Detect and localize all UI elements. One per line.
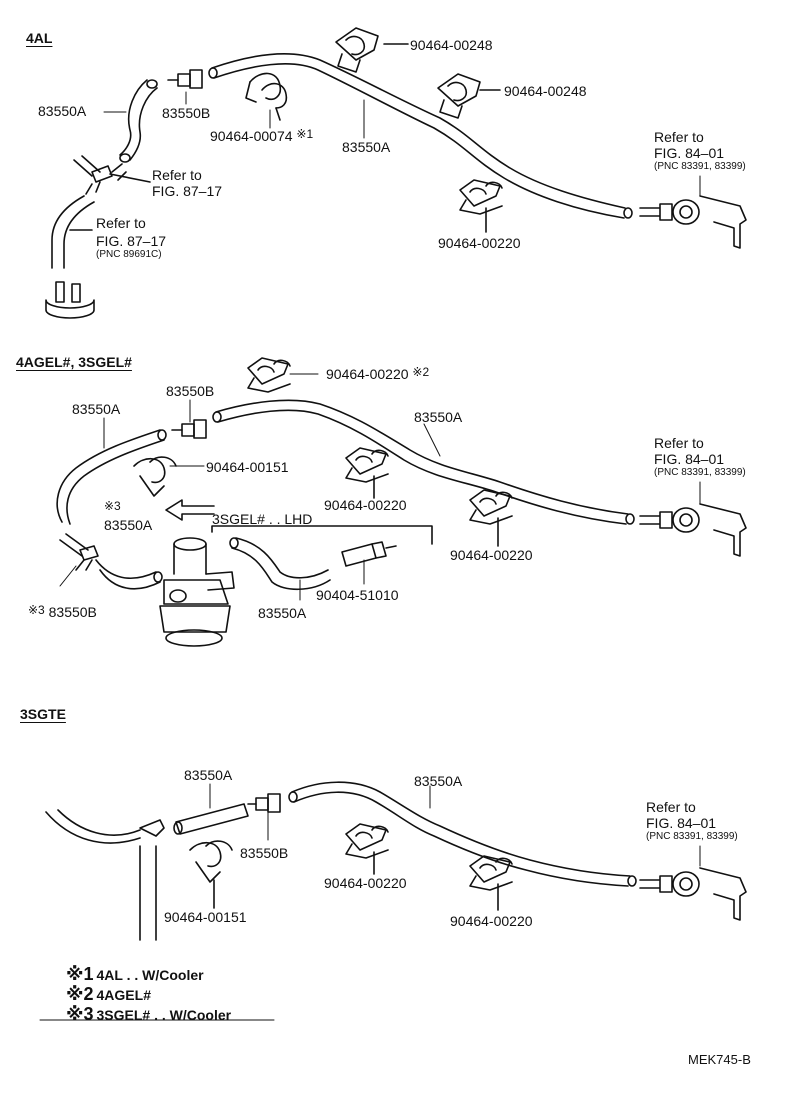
mark-3-inline-a: ※3 [104,499,121,513]
label-pnc8401-s3: (PNC 83391, 83399) [646,831,738,842]
footnote-1-text: 4AL . . W/Cooler [96,967,204,983]
footnote-2-mark: ※2 [66,984,94,1004]
hose-83550A-straight-s3 [173,803,249,835]
label-clamp-00220-s3-mid: 90464-00220 [324,875,407,891]
label-hose-s1-left: 83550A [38,103,87,119]
label-refer-s1: Refer to [654,129,704,145]
vsv-valve-s1 [639,195,747,249]
label-clamp-00248-a: 90464-00248 [410,37,493,53]
hose-left-s3 [45,809,165,941]
section-heading-3sgte: 3SGTE [20,706,66,722]
label-pnc8717: (PNC 89691C) [96,249,162,260]
mark-1-inline: ※1 [296,127,314,141]
clamp-00220-s2-number: 90464-00220 [326,366,409,382]
label-pnc8401-s1: (PNC 83391, 83399) [654,161,746,172]
hose-83550A-long-s1 [208,53,633,219]
label-mark3-s2-top: ※3 [104,500,121,515]
label-clamp-00151-s2: 90464-00151 [206,459,289,475]
label-clamp-00220-s1: 90464-00220 [438,235,521,251]
hose-83550A-curved-s2 [56,429,167,525]
label-hose-lhd: 83550A [258,605,307,621]
mark-3-inline-b: ※3 [28,603,45,617]
clamp-90464-00151-s3 [189,840,233,909]
joint-83550B-s2 [171,419,207,439]
joint-s2-lower-number: 83550B [48,604,97,620]
label-clamp-00074: 90464-00074 ※1 [210,128,313,143]
label-clamp-00220-s2-mid: 90464-00220 [324,497,407,513]
label-hose-s3-left: 83550A [184,767,233,783]
tee-fitting-s2 [59,533,99,571]
joint-83550B-s3 [247,793,281,813]
union-90404-51010 [341,541,397,567]
label-refer-8717-a: Refer to [152,167,202,183]
vsv-valve-s3 [639,867,747,921]
clamp-90464-00074 [245,72,288,121]
label-fig8401-s3: FIG. 84–01 [646,815,717,831]
label-hose-s2-main: 83550A [414,409,463,425]
hose-83550A-curved-s1 [119,79,158,163]
label-refer-s3: Refer to [646,799,696,815]
hose-lower-s1 [51,195,95,269]
clamp-90464-00248-a [335,27,409,73]
label-clamp-00220-s2-top: 90464-00220 ※2 [326,366,429,381]
clamp-90464-00220-s2-mid [345,447,389,499]
valve-assembly-lhd [159,537,235,647]
clamp-90464-00220-s2-top [247,357,291,393]
clamp-00074-number: 90464-00074 [210,128,293,144]
label-joint-s2: 83550B [166,383,215,399]
clamp-90464-00220-s3-mid [345,823,389,875]
label-clamp-00248-b: 90464-00248 [504,83,587,99]
clamp-90464-00220-s1 [459,179,503,233]
label-hose-s2-left: 83550A [72,401,121,417]
leader-lines [39,91,701,1021]
mark-2-inline: ※2 [412,365,430,379]
footnote-2-text: 4AGEL# [96,987,151,1003]
label-refer-s2: Refer to [654,435,704,451]
label-clamp-00151-s3: 90464-00151 [164,909,247,925]
footnote-3-text: 3SGEL# . . W/Cooler [96,1007,232,1023]
label-fig8401-s1: FIG. 84–01 [654,145,725,161]
label-joint-s2-lower: ※3 83550B [28,604,97,619]
label-union: 90404-51010 [316,587,399,603]
label-hose-s2-short: 83550A [104,517,153,533]
lhd-bracket [211,525,433,545]
figure-code: MEK745-B [688,1052,751,1067]
label-hose-s1-main: 83550A [342,139,391,155]
label-fig8401-s2: FIG. 84–01 [654,451,725,467]
hose-83550A-lhd [229,537,331,591]
clamp-90464-00248-b [437,73,501,119]
joint-83550B-s1 [167,69,203,89]
footnote-1-mark: ※1 [66,964,94,984]
footnote-3-mark: ※3 [66,1004,94,1024]
tee-fitting-s1 [73,155,151,195]
section-heading-4al: 4AL [26,30,53,46]
label-refer-8717-b: Refer to [96,215,146,231]
label-pnc8401-s2: (PNC 83391, 83399) [654,467,746,478]
clamp-90464-00220-s3-right [469,855,513,911]
clamp-90464-00151-s2 [133,456,177,497]
label-clamp-00220-s2-right: 90464-00220 [450,547,533,563]
direction-arrow-s2 [165,499,215,521]
hose-83550A-long-s3 [288,781,637,887]
section-heading-4agel-3sgel: 4AGEL#, 3SGEL# [16,354,132,370]
label-joint-s1: 83550B [162,105,211,121]
clamp-90464-00220-s2-right [469,489,513,547]
label-fig8717-a: FIG. 87–17 [152,183,223,199]
label-joint-s3: 83550B [240,845,289,861]
hose-83550A-short-s2 [95,559,163,590]
hose-83550A-long-s2 [212,399,635,525]
vsv-valve-s2 [639,503,747,557]
canister-fitting-s1 [45,281,95,319]
label-lhd: 3SGEL# . . LHD [212,511,313,527]
label-fig8717-b: FIG. 87–17 [96,233,167,249]
label-hose-s3-main: 83550A [414,773,463,789]
label-clamp-00220-s3-right: 90464-00220 [450,913,533,929]
